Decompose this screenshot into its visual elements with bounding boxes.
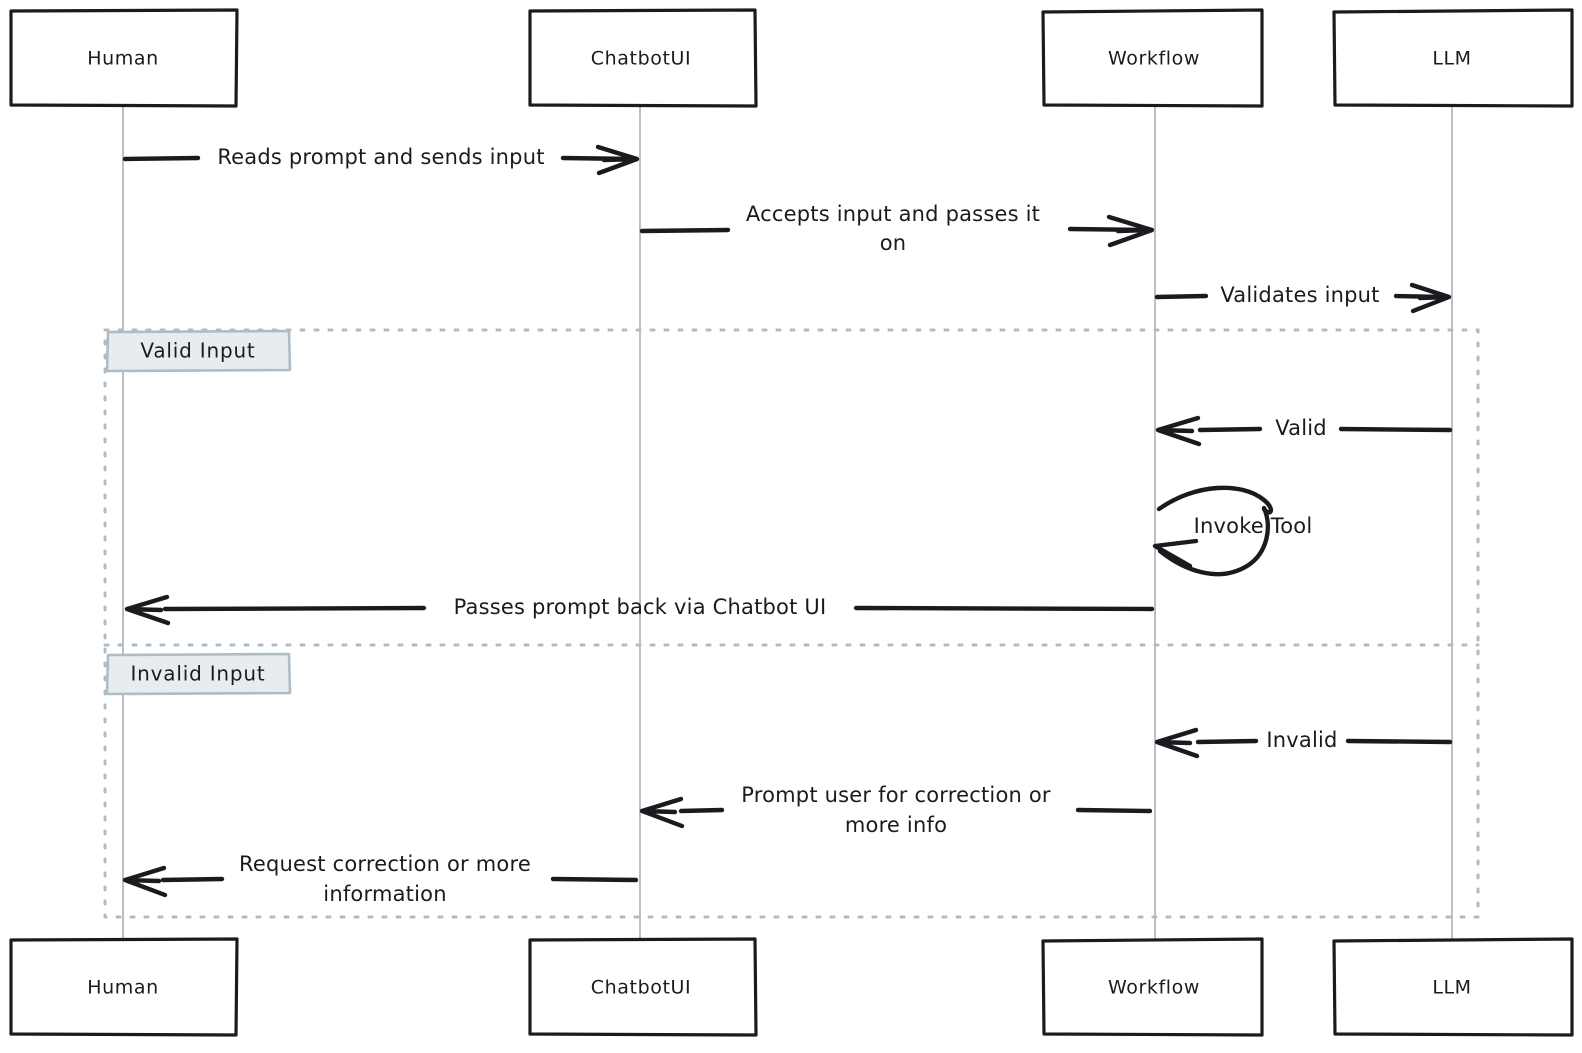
message-request-correction-or-more-information: Request correction or more information (122, 852, 639, 906)
message-line (678, 807, 725, 814)
arrowhead-right (1409, 282, 1452, 314)
message-label: Invalid (1266, 728, 1337, 752)
arrowhead-right (595, 144, 640, 176)
participant-workflow-top[interactable]: Workflow (1041, 8, 1264, 108)
arrowhead-left (639, 796, 685, 829)
participant-human-bottom[interactable]: Human (9, 937, 239, 1037)
fragment-tag-valid-input: Valid Input (105, 329, 292, 373)
arrowhead-left (1155, 415, 1202, 447)
participant-chatbotui-bottom[interactable]: ChatbotUI (528, 937, 758, 1037)
participant-box (528, 937, 758, 1037)
fragment-tag-invalid-input-box (105, 652, 292, 696)
self-loop-path-return (1157, 505, 1271, 577)
message-prompt-user-for-correction-or-more-info: Prompt user for correction or more info (639, 783, 1153, 837)
fragment-tag-invalid-input-label: Invalid Input (130, 662, 265, 686)
message-line (1195, 738, 1259, 745)
arrowhead-left (122, 865, 168, 898)
message-line (1197, 426, 1263, 433)
message-label: Prompt user for correction or (741, 783, 1051, 807)
message-line (122, 155, 201, 162)
message-line (1154, 293, 1209, 300)
arrowhead-left (1154, 727, 1200, 759)
participants-bottom: Human ChatbotUI Workflow LLM (9, 937, 1574, 1037)
participant-label: Human (87, 977, 159, 999)
message-passes-prompt-back-via-chatbot-ui: Passes prompt back via Chatbot UI (124, 594, 1155, 626)
participant-box (1332, 8, 1574, 108)
message-valid: Valid (1155, 415, 1453, 447)
participant-box (1041, 8, 1264, 108)
arrowhead-left (1152, 538, 1199, 569)
participant-box (528, 8, 758, 108)
participant-human-top[interactable]: Human (9, 8, 239, 108)
fragment-outer-border (103, 328, 1480, 919)
message-line (1345, 738, 1453, 745)
message-line (639, 227, 731, 234)
participant-llm-bottom[interactable]: LLM (1332, 937, 1574, 1037)
message-accepts-input-and-passes-it-on: Accepts input and passes it on (639, 202, 1155, 255)
participant-label: Workflow (1108, 977, 1200, 999)
participant-llm-top[interactable]: LLM (1332, 8, 1574, 108)
participant-label: Workflow (1108, 48, 1200, 70)
message-label: Invoke Tool (1194, 514, 1313, 538)
message-label-line2: information (323, 882, 446, 906)
message-label: Validates input (1220, 283, 1379, 307)
message-reads-prompt-and-sends-input: Reads prompt and sends input (122, 144, 640, 176)
message-label: Accepts input and passes it (746, 202, 1040, 226)
participant-box (1041, 937, 1264, 1037)
participant-label: ChatbotUI (591, 977, 691, 999)
alt-fragment: Valid Input Invalid Input (103, 328, 1480, 919)
message-line (1075, 807, 1153, 814)
message-line (550, 876, 639, 883)
message-invalid: Invalid (1154, 727, 1453, 759)
message-line (1338, 426, 1453, 433)
message-invoke-tool: Invoke Tool (1152, 485, 1313, 577)
participant-chatbotui-top[interactable]: ChatbotUI (528, 8, 758, 108)
fragment-tag-invalid-input: Invalid Input (105, 652, 292, 696)
participant-box (9, 937, 239, 1037)
fragment-tag-valid-input-box (105, 329, 292, 373)
self-loop-path (1156, 485, 1274, 515)
fragment-tag-valid-input-label: Valid Input (140, 339, 255, 363)
arrowhead-left (124, 594, 171, 626)
participant-label: LLM (1432, 48, 1471, 70)
participant-box (9, 8, 239, 108)
message-label: Request correction or more (239, 852, 531, 876)
participant-box (1332, 937, 1574, 1037)
participant-label: Human (87, 48, 159, 70)
participant-label: LLM (1432, 977, 1471, 999)
arrowhead-right (1106, 214, 1155, 248)
message-line (160, 876, 225, 883)
message-label-line2: more info (845, 813, 947, 837)
message-line (853, 605, 1155, 612)
participants-top: Human ChatbotUI Workflow LLM (9, 8, 1574, 108)
message-label: Passes prompt back via Chatbot UI (454, 595, 827, 619)
message-label: Valid (1275, 416, 1327, 440)
message-line (162, 605, 427, 612)
lifelines-layer (122, 106, 1453, 940)
message-label: Reads prompt and sends input (217, 145, 544, 169)
message-label-line2: on (880, 231, 907, 255)
participant-label: ChatbotUI (591, 48, 691, 70)
participant-workflow-bottom[interactable]: Workflow (1041, 937, 1264, 1037)
message-validates-input: Validates input (1154, 282, 1452, 314)
